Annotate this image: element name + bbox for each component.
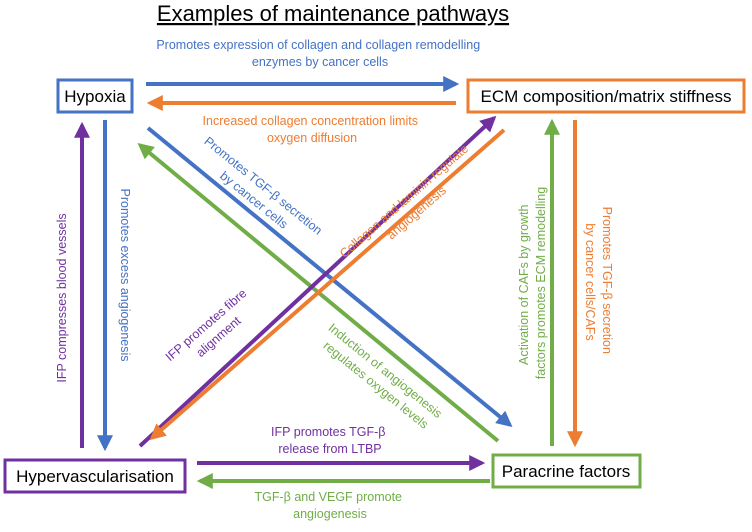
node-hypoxia: Hypoxia (56, 78, 134, 114)
node-paracrine-label: Paracrine factors (502, 462, 631, 481)
node-ecm-label: ECM composition/matrix stiffness (481, 87, 732, 106)
label-ecm-to-paracrine: Promotes TGF-β secretion by cancer cells… (583, 207, 614, 358)
label-paracrine-to-ecm: Activation of CAFs by growth factors pro… (517, 187, 548, 379)
arrow-hypoxia-to-paracrine (146, 126, 513, 428)
node-ecm: ECM composition/matrix stiffness (466, 78, 746, 114)
label-ecm-to-hypervasc: Collagen and laminin regulate angiogenes… (337, 139, 485, 273)
label-paracrine-to-hypoxia: Induction of angiogenesis regulates oxyg… (315, 321, 447, 437)
label-hypoxia-to-hypervasc: Promotes excess angiogenesis (118, 188, 132, 361)
arrow-ecm-to-hypervasc (149, 128, 506, 441)
label-paracrine-to-hypervasc: TGF-β and VEGF promote angiogenesis (255, 490, 406, 521)
label-hypervasc-to-paracrine: IFP promotes TGF-β release from LTBP (271, 425, 389, 456)
node-paracrine: Paracrine factors (491, 453, 642, 489)
label-hypervasc-to-hypoxia: IFP compresses blood vessels (55, 213, 69, 382)
node-hypervascularisation: Hypervascularisation (3, 458, 187, 494)
diagram-title: Examples of maintenance pathways (157, 1, 509, 26)
label-hypoxia-to-paracrine: Promotes TGF-β secretion by cancer cells (191, 134, 328, 253)
node-hypoxia-label: Hypoxia (64, 87, 126, 106)
node-hypervascularisation-label: Hypervascularisation (16, 467, 174, 486)
label-ecm-to-hypoxia: Increased collagen concentration limits … (203, 114, 422, 145)
label-hypoxia-to-ecm: Promotes expression of collagen and coll… (156, 38, 483, 69)
label-hypervasc-to-ecm: IFP promotes fibre alignment (163, 284, 263, 377)
arrow-hypervasc-to-ecm (138, 115, 497, 448)
